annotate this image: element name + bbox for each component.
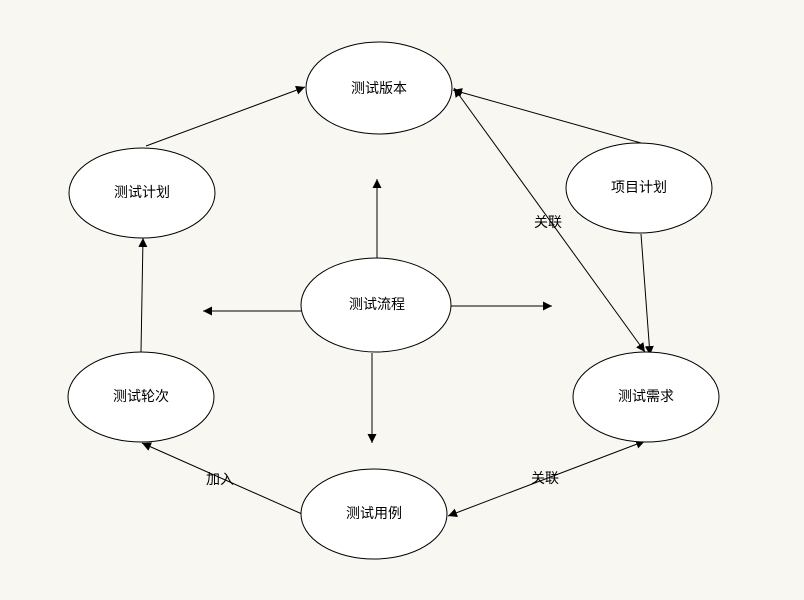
edge-round-to-plan: [138, 237, 148, 353]
node-test-version: 测试版本: [305, 41, 453, 135]
edge-project-to-requirement: [640, 233, 654, 356]
edge-project-to-version: [452, 88, 642, 144]
node-ellipse: [300, 257, 452, 353]
node-ellipse: [68, 147, 216, 239]
node-label: 项目计划: [611, 180, 667, 196]
node-ellipse: [572, 351, 720, 443]
node-project-plan: 项目计划: [565, 142, 713, 234]
edge-labels: 加入 关联 关联: [206, 215, 562, 488]
node-test-plan: 测试计划: [68, 147, 216, 239]
edge-case-to-round: [141, 442, 303, 515]
node-label: 测试版本: [351, 81, 407, 97]
node-label: 测试计划: [114, 185, 170, 201]
edge-case-requirement: [447, 439, 646, 518]
edge-label-join: 加入: [206, 472, 234, 488]
node-label: 测试流程: [349, 297, 405, 313]
node-label: 测试需求: [618, 389, 674, 405]
node-ellipse: [67, 351, 215, 443]
node-ellipse: [305, 41, 453, 135]
node-label: 测试轮次: [113, 389, 169, 405]
node-test-case: 测试用例: [300, 468, 448, 560]
node-ellipse: [565, 142, 713, 234]
edge-requirement-version: [453, 87, 646, 353]
node-test-flow: 测试流程: [300, 257, 452, 353]
edge-label-associate-case: 关联: [531, 471, 559, 487]
edges: [138, 85, 654, 518]
node-test-round: 测试轮次: [67, 351, 215, 443]
node-ellipse: [300, 468, 448, 560]
node-test-requirement: 测试需求: [572, 351, 720, 443]
node-label: 测试用例: [346, 506, 402, 522]
edge-label-associate-version: 关联: [534, 215, 562, 231]
edge-plan-to-version: [145, 85, 306, 147]
